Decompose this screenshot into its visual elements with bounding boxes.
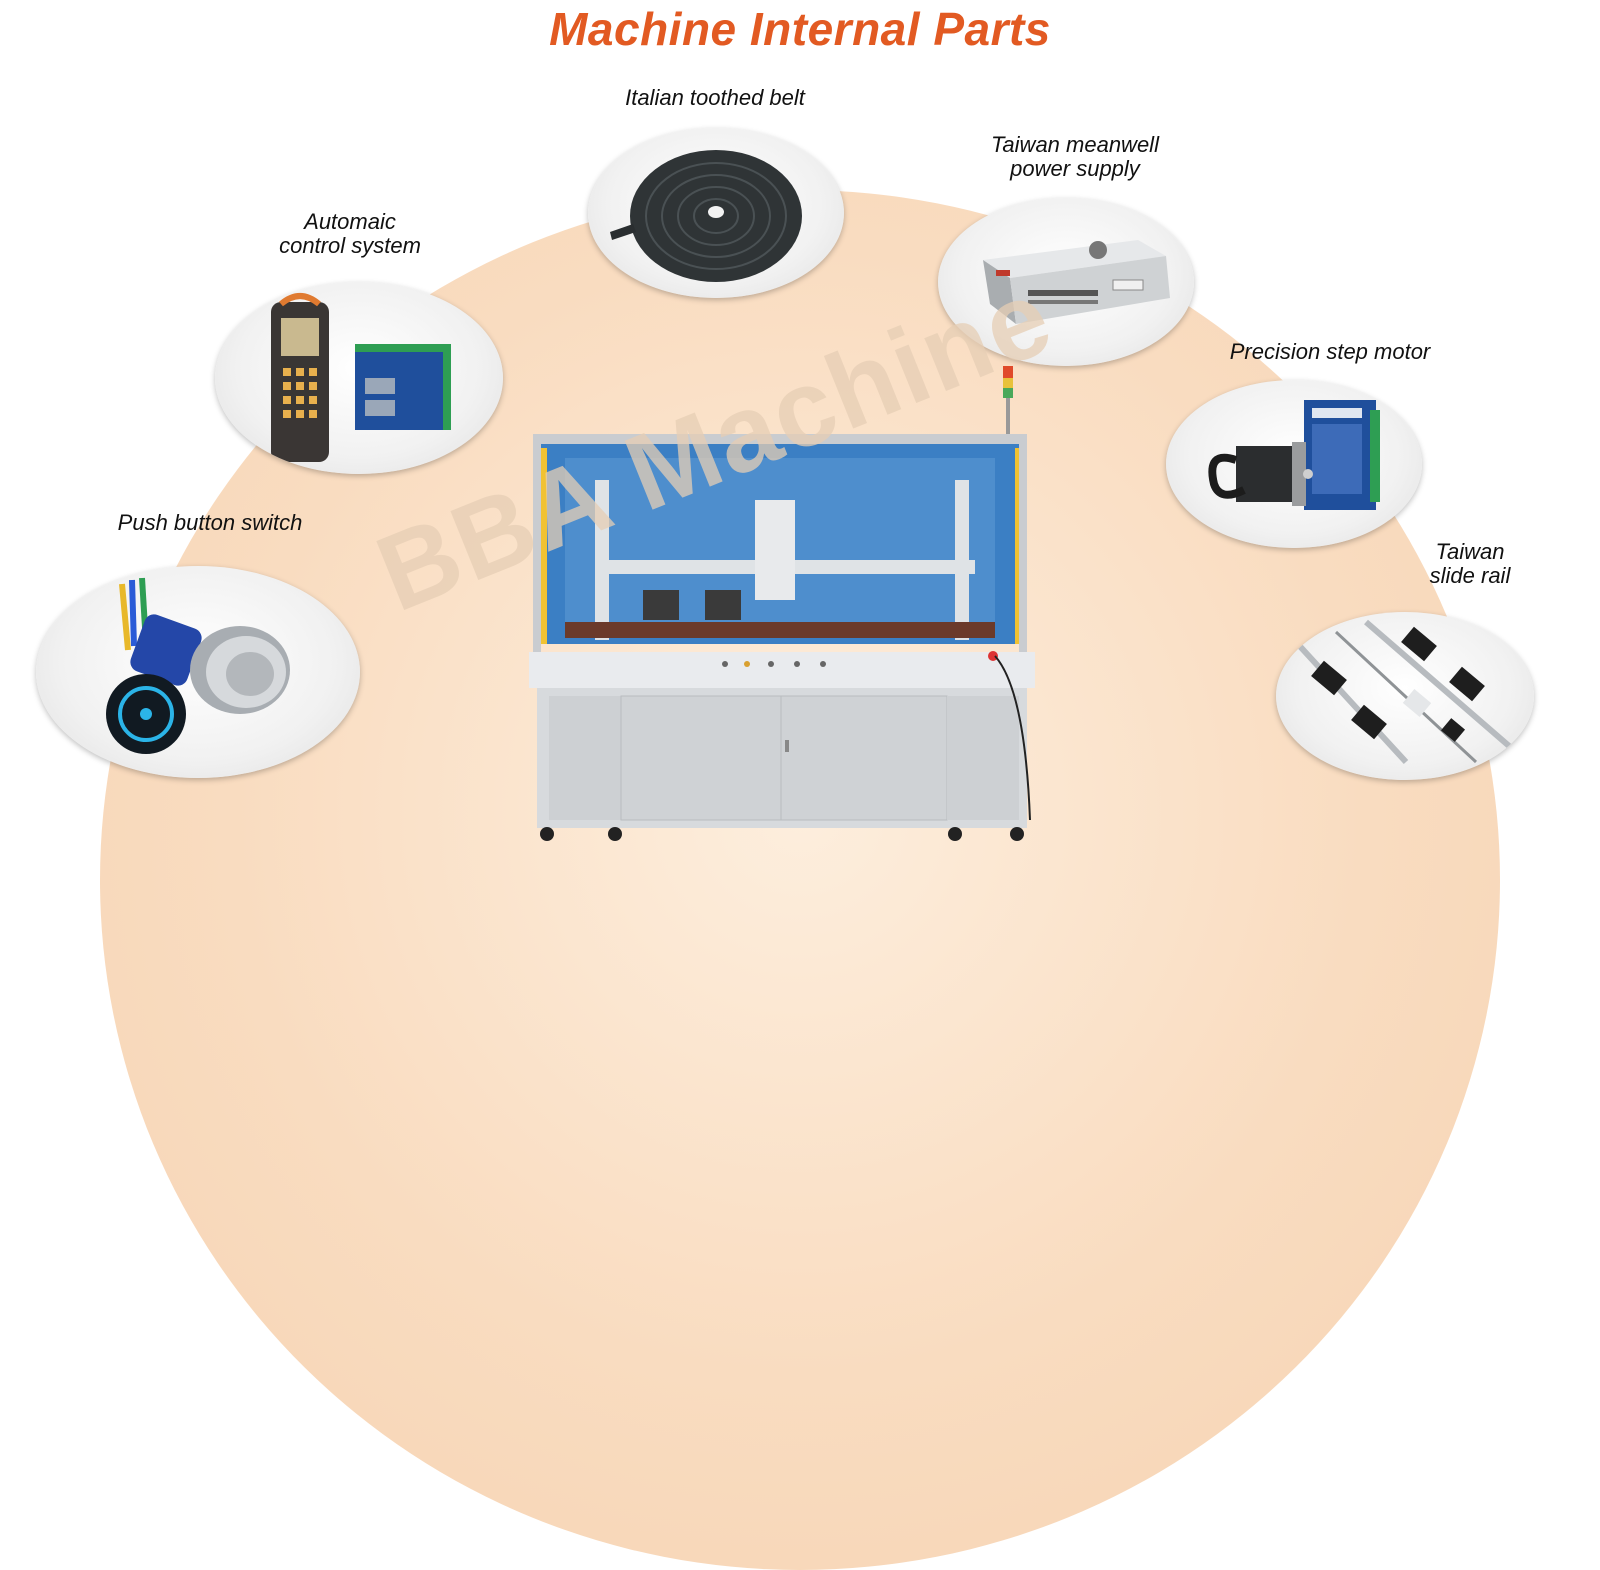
toothed-belt-icon bbox=[588, 128, 844, 298]
label-control-system: Automaic control system bbox=[279, 209, 421, 258]
step-motor-icon bbox=[1166, 380, 1422, 548]
control-system-icon bbox=[215, 282, 503, 474]
label-step-motor: Precision step motor bbox=[1229, 339, 1431, 364]
page-title: Machine Internal Parts bbox=[549, 3, 1051, 55]
label-push-button: Push button switch bbox=[117, 510, 303, 535]
machine-illustration bbox=[525, 360, 1045, 850]
slide-rail-icon bbox=[1276, 612, 1534, 780]
power-supply-icon bbox=[938, 198, 1194, 366]
label-toothed-belt: Italian toothed belt bbox=[625, 85, 805, 110]
push-button-icon bbox=[36, 566, 360, 778]
label-power-supply: Taiwan meanwell power supply bbox=[991, 132, 1159, 181]
label-slide-rail: Taiwan slide rail bbox=[1429, 539, 1511, 588]
